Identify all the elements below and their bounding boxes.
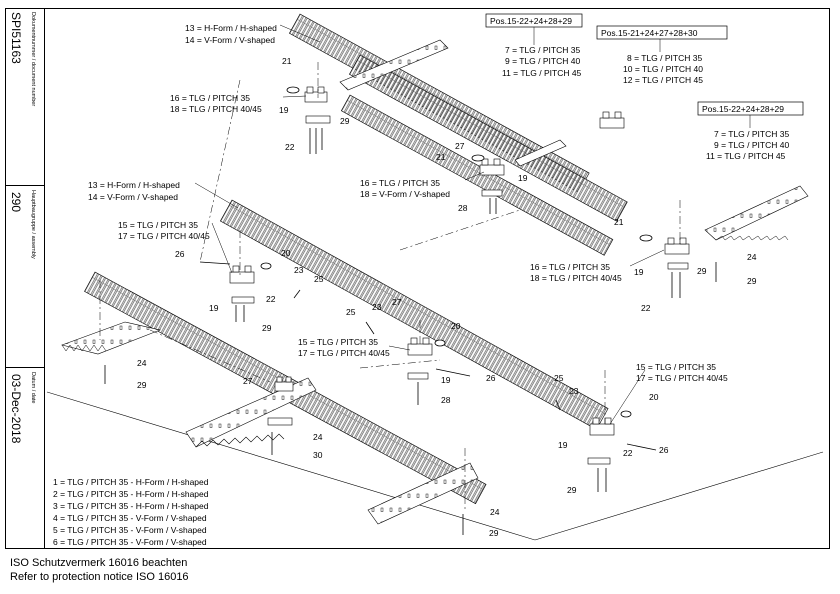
- part-number: 27: [392, 297, 402, 307]
- part-number: 29: [747, 276, 757, 286]
- rail-bottom: [367, 462, 479, 525]
- callout-9-b: 9 = TLG / PITCH 40: [714, 140, 789, 150]
- callout-7-b: 7 = TLG / PITCH 35: [714, 129, 789, 139]
- rail-right: [704, 185, 809, 241]
- callout-16-c: 16 = TLG / PITCH 35: [530, 262, 610, 272]
- rail-top-block: [339, 39, 567, 167]
- part-number: 25: [314, 274, 324, 284]
- part-number: 26: [175, 249, 185, 259]
- rail-center-lower: [185, 377, 317, 448]
- part-number: 21: [282, 56, 292, 66]
- variant-legend: 1 = TLG / PITCH 35 - H-Form / H-shaped 2…: [53, 477, 209, 547]
- part-number: 25: [346, 307, 356, 317]
- part-number: 20: [451, 321, 461, 331]
- part-number: 28: [458, 203, 468, 213]
- part-number: 22: [266, 294, 276, 304]
- callout-8: 8 = TLG / PITCH 35: [627, 53, 702, 63]
- legend-item: 1 = TLG / PITCH 35 - H-Form / H-shaped: [53, 477, 209, 487]
- callout-18-a: 18 = TLG / PITCH 40/45: [170, 104, 262, 114]
- legend-item: 3 = TLG / PITCH 35 - H-Form / H-shaped: [53, 501, 209, 511]
- callout-7-a: 7 = TLG / PITCH 35: [505, 45, 580, 55]
- position-box-3: Pos.15-22+24+28+29: [702, 104, 784, 114]
- callout-17-a: 17 = TLG / PITCH 40/45: [118, 231, 210, 241]
- legend-item: 2 = TLG / PITCH 35 - H-Form / H-shaped: [53, 489, 209, 499]
- callout-11-b: 11 = TLG / PITCH 45: [706, 151, 786, 161]
- callout-12: 12 = TLG / PITCH 45: [623, 75, 703, 85]
- title-sidebar: Dokumentnummer / document number SPI5116…: [5, 8, 45, 549]
- part-number: 19: [209, 303, 219, 313]
- part-number: 19: [634, 267, 644, 277]
- comb-strip-top-2: [348, 54, 628, 222]
- part-number: 23: [372, 302, 382, 312]
- part-number: 23: [569, 386, 579, 396]
- legend-item: 4 = TLG / PITCH 35 - V-Form / V-shaped: [53, 513, 207, 523]
- part-number: 29: [340, 116, 350, 126]
- assembly-cell: Hauptbaugruppe / assembly 290: [5, 186, 45, 368]
- part-number: 24: [490, 507, 500, 517]
- part-number: 20: [281, 248, 291, 258]
- part-number: 21: [614, 217, 624, 227]
- callout-13-top: 13 = H-Form / H-shaped: [185, 23, 277, 33]
- part-number: 20: [649, 392, 659, 402]
- legend-item: 6 = TLG / PITCH 35 - V-Form / V-shaped: [53, 537, 207, 547]
- part-number: 27: [243, 376, 253, 386]
- part-number: 26: [486, 373, 496, 383]
- part-number: 24: [137, 358, 147, 368]
- part-number: 29: [697, 266, 707, 276]
- callout-9-a: 9 = TLG / PITCH 40: [505, 56, 580, 66]
- callout-17-c: 17 = TLG / PITCH 40/45: [636, 373, 728, 383]
- part-number: 19: [441, 375, 451, 385]
- doc-number-cell: Dokumentnummer / document number SPI5116…: [5, 8, 45, 186]
- bolts-and-pins: [104, 86, 717, 535]
- callout-11-a: 11 = TLG / PITCH 45: [502, 68, 582, 78]
- callout-16-a: 16 = TLG / PITCH 35: [170, 93, 250, 103]
- part-number: 19: [279, 105, 289, 115]
- position-box-2: Pos.15-21+24+27+28+30: [601, 28, 698, 38]
- part-number: 23: [294, 265, 304, 275]
- part-number: 19: [558, 440, 568, 450]
- part-number: 22: [641, 303, 651, 313]
- legend-item: 5 = TLG / PITCH 35 - V-Form / V-shaped: [53, 525, 207, 535]
- part-number: 27: [455, 141, 465, 151]
- drawing-frame: [5, 8, 830, 549]
- bracket-assemblies: [229, 86, 690, 465]
- part-number: 25: [554, 373, 564, 383]
- callout-15-c: 15 = TLG / PITCH 35: [636, 362, 716, 372]
- part-number: 19: [518, 173, 528, 183]
- part-number: 22: [285, 142, 295, 152]
- callout-15-b: 15 = TLG / PITCH 35: [298, 337, 378, 347]
- callout-10: 10 = TLG / PITCH 40: [623, 64, 703, 74]
- part-number: 29: [567, 485, 577, 495]
- rail-left: [60, 321, 162, 355]
- callout-14-top: 14 = V-Form / V-shaped: [185, 35, 275, 45]
- callout-15-a: 15 = TLG / PITCH 35: [118, 220, 198, 230]
- comb-strip-mid-1: [219, 199, 609, 430]
- part-number: 29: [137, 380, 147, 390]
- part-number: 26: [659, 445, 669, 455]
- part-number: 21: [436, 152, 446, 162]
- callout-17-b: 17 = TLG / PITCH 40/45: [298, 348, 390, 358]
- part-number: 29: [489, 528, 499, 538]
- part-number: 22: [623, 448, 633, 458]
- position-box-1: Pos.15-22+24+28+29: [490, 16, 572, 26]
- part-number: 24: [747, 252, 757, 262]
- part-number: 24: [313, 432, 323, 442]
- alignment-lines: [99, 62, 681, 512]
- protection-notice-en: Refer to protection notice ISO 16016: [10, 571, 189, 583]
- callout-18-c: 18 = TLG / PITCH 40/45: [530, 273, 622, 283]
- callout-14-mid: 14 = V-Form / V-shaped: [88, 192, 178, 202]
- callout-18-b: 18 = V-Form / V-shaped: [360, 189, 450, 199]
- part-number: 29: [262, 323, 272, 333]
- callout-16-b: 16 = TLG / PITCH 35: [360, 178, 440, 188]
- part-number: 28: [441, 395, 451, 405]
- protection-notice-de: ISO Schutzvermerk 16016 beachten: [10, 557, 188, 569]
- callout-13-mid: 13 = H-Form / H-shaped: [88, 180, 180, 190]
- part-number: 30: [313, 450, 323, 460]
